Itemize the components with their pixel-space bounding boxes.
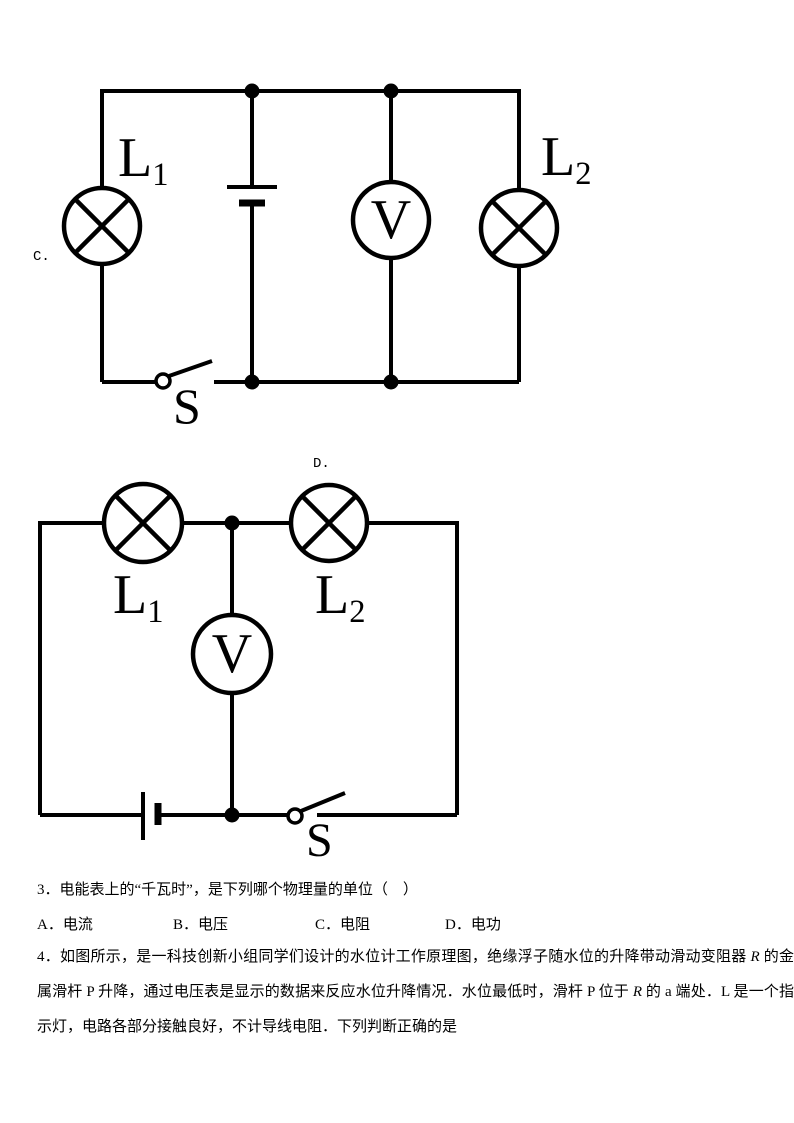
voltmeter-v: V — [370, 189, 412, 251]
switch-icon — [286, 791, 346, 825]
circuit-d-drawing — [38, 481, 459, 840]
text-segment: 的金属滑杆 P 升降，通过电压表是显示的数据来反应水位升降情况．水位最低时，滑杆… — [37, 949, 794, 1000]
lamp-icon — [478, 187, 560, 269]
voltmeter-v: V — [211, 623, 253, 685]
junction-dot — [224, 515, 240, 531]
lamp-icon — [101, 481, 185, 565]
question-3-option-c: C．电阻 — [315, 917, 371, 933]
circuit-diagram-d: D. L1 L2 V S — [0, 450, 794, 880]
circuit-diagram-c: C. L1 L2 V S — [0, 55, 794, 455]
text-segment: R — [632, 984, 643, 1000]
lamp-l2-label: L2 — [541, 129, 591, 191]
lamp-subscript: 1 — [152, 157, 169, 194]
junction-dot — [244, 374, 260, 390]
question-4-text: 4．如图所示，是一科技创新小组同学们设计的水位计工作原理图，绝缘浮子随水位的升降… — [37, 940, 794, 1045]
option-label-d: D. — [313, 456, 330, 472]
question-3-option-d: D．电功 — [445, 917, 501, 933]
switch-label: S — [173, 378, 201, 434]
junction-dot — [383, 374, 399, 390]
voltmeter-icon — [350, 179, 432, 261]
junction-dot — [383, 83, 399, 99]
option-label-c: C. — [33, 249, 50, 265]
lamp-subscript: 2 — [575, 156, 592, 193]
voltmeter-letter: V — [187, 609, 277, 699]
battery-icon — [227, 185, 277, 207]
text-segment: 4．如图所示，是一科技创新小组同学们设计的水位计工作原理图，绝缘浮子随水位的升降… — [37, 949, 751, 965]
question-3-option-b: B．电压 — [173, 917, 229, 933]
lamp-l1-label: L1 — [118, 130, 168, 192]
lamp-subscript: 2 — [349, 594, 366, 631]
circuit-c-drawing — [61, 83, 560, 390]
question-3-text: 3．电能表上的“千瓦时”，是下列哪个物理量的单位（ ） — [37, 882, 418, 898]
battery-icon — [141, 792, 162, 840]
lamp-icon — [288, 482, 370, 564]
switch-icon — [154, 359, 213, 390]
lamp-icon — [61, 185, 143, 267]
voltmeter-letter: V — [346, 175, 436, 265]
lamp-l2-label: L2 — [315, 567, 365, 629]
junction-dot — [224, 807, 240, 823]
voltmeter-icon — [190, 612, 274, 696]
lamp-subscript: 1 — [147, 594, 164, 631]
junction-dot — [244, 83, 260, 99]
text-segment: 的 a 端处．L 是一个指示灯，电路各部分接触良好，不计导线电阻．下列判断正确的… — [37, 984, 794, 1035]
text-segment: R — [750, 949, 760, 965]
lamp-letter: L — [118, 127, 153, 189]
lamp-letter: L — [541, 126, 576, 188]
switch-label: S — [306, 814, 333, 867]
question-3-option-a: A．电流 — [37, 917, 93, 933]
lamp-letter: L — [113, 564, 148, 626]
lamp-l1-label: L1 — [113, 567, 163, 629]
lamp-letter: L — [315, 564, 350, 626]
